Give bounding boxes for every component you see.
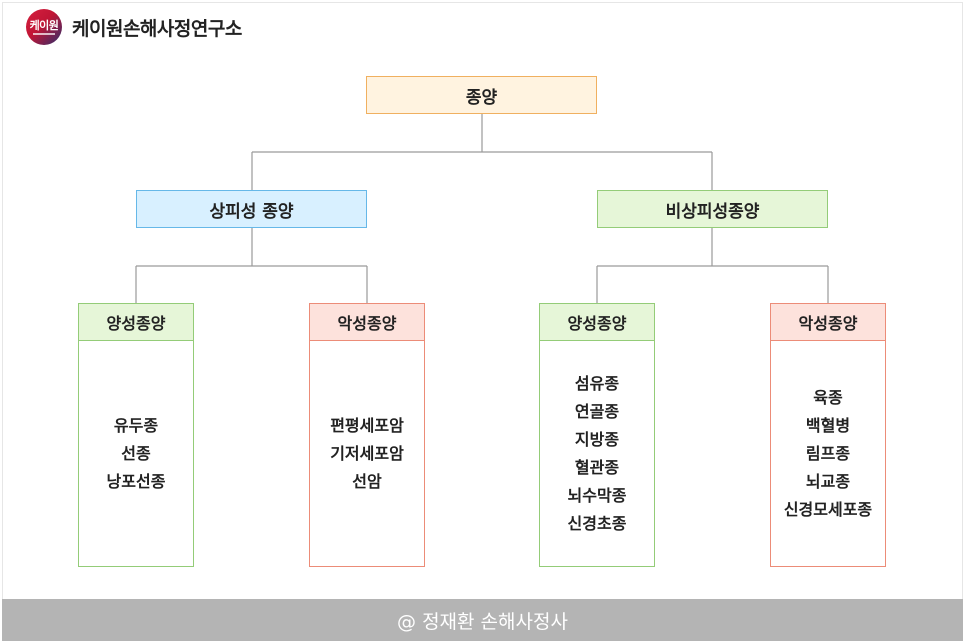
list-item: 지방종 xyxy=(574,429,620,449)
list-nonepi-benign: 섬유종 연골종 지방종 혈관종 뇌수막종 신경초종 xyxy=(539,341,655,567)
list-item: 림프종 xyxy=(805,443,851,463)
brand-header: 케이원 케이원손해사정연구소 xyxy=(26,9,242,45)
list-item: 백혈병 xyxy=(805,415,851,435)
node-nonepithelial: 비상피성종양 xyxy=(597,190,828,228)
list-item: 뇌수막종 xyxy=(567,485,627,505)
list-item: 신경모세포종 xyxy=(783,499,873,519)
list-epi-benign: 유두종 선종 낭포선종 xyxy=(78,341,194,567)
node-nonepi-malignant: 악성종양 xyxy=(770,303,886,341)
node-epi-malignant: 악성종양 xyxy=(309,303,425,341)
list-item: 유두종 xyxy=(113,415,159,435)
list-item: 선암 xyxy=(352,471,382,491)
list-item: 편평세포암 xyxy=(330,415,404,435)
node-epithelial: 상피성 종양 xyxy=(136,190,367,228)
list-item: 선종 xyxy=(121,443,151,463)
footer-credit: @ 정재환 손해사정사 xyxy=(2,599,963,641)
list-epi-malignant: 편평세포암 기저세포암 선암 xyxy=(309,341,425,567)
list-nonepi-malignant: 육종 백혈병 림프종 뇌교종 신경모세포종 xyxy=(770,341,886,567)
brand-logo-underline xyxy=(33,32,55,35)
node-epi-benign: 양성종양 xyxy=(78,303,194,341)
list-item: 섬유종 xyxy=(574,373,620,393)
node-root: 종양 xyxy=(366,76,597,114)
list-item: 신경초종 xyxy=(567,513,627,533)
brand-logo-text: 케이원 xyxy=(29,18,59,32)
node-nonepi-benign: 양성종양 xyxy=(539,303,655,341)
list-item: 연골종 xyxy=(574,401,620,421)
list-item: 기저세포암 xyxy=(330,443,404,463)
brand-name: 케이원손해사정연구소 xyxy=(72,17,242,40)
list-item: 뇌교종 xyxy=(805,471,851,491)
list-item: 낭포선종 xyxy=(106,471,166,491)
list-item: 혈관종 xyxy=(574,457,620,477)
brand-logo: 케이원 xyxy=(26,9,62,45)
list-item: 육종 xyxy=(813,387,843,407)
